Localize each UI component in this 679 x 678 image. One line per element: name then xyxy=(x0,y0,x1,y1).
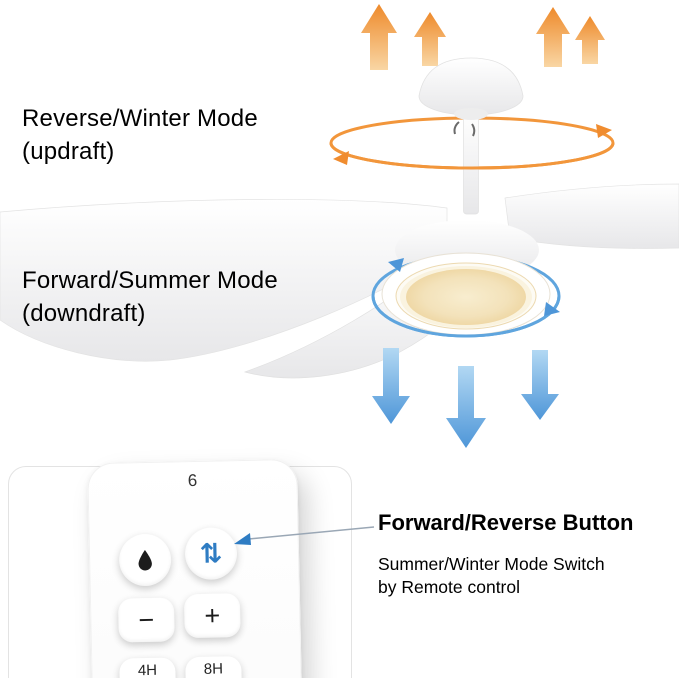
remote-display: 6 xyxy=(187,470,198,491)
downdraft-arrows-icon xyxy=(372,348,559,448)
minus-icon: − xyxy=(138,604,155,635)
forward-mode-title: Forward/Summer Mode xyxy=(22,267,278,294)
speed-minus-button[interactable]: − xyxy=(117,597,175,643)
remote-control: 6 ⇅ − + 4H 8H xyxy=(87,458,303,678)
speed-plus-button[interactable]: + xyxy=(183,593,241,639)
reverse-mode-title: Reverse/Winter Mode xyxy=(22,105,258,132)
reverse-winter-mode-label: Reverse/Winter Mode (updraft) xyxy=(22,102,258,168)
timer-8h-button[interactable]: 8H xyxy=(185,656,243,678)
forward-summer-mode-label: Forward/Summer Mode (downdraft) xyxy=(22,264,278,330)
fan-light xyxy=(381,252,551,336)
timer-4h-label: 4H xyxy=(137,661,158,678)
forward-reverse-button[interactable]: ⇅ xyxy=(184,527,238,581)
forward-mode-subtitle: (downdraft) xyxy=(22,300,146,327)
timer-4h-button[interactable]: 4H xyxy=(119,657,177,678)
callout-title: Forward/Reverse Button xyxy=(378,510,634,535)
callout-description-line2: by Remote control xyxy=(378,577,521,597)
callout-description: Summer/Winter Mode Switch by Remote cont… xyxy=(378,553,605,599)
fan-mount xyxy=(418,57,524,215)
timer-8h-label: 8H xyxy=(203,660,224,678)
updraft-arrows-icon xyxy=(361,4,605,70)
forward-reverse-icon: ⇅ xyxy=(199,537,223,570)
ceiling-fan-illustration xyxy=(0,4,679,448)
callout-description-line1: Summer/Winter Mode Switch xyxy=(378,554,605,574)
reverse-rotation-arrowheads-icon xyxy=(329,124,615,170)
plus-icon: + xyxy=(204,599,221,631)
reverse-mode-subtitle: (updraft) xyxy=(22,138,115,165)
forward-rotation-arrowheads-icon xyxy=(371,258,561,338)
breeze-button[interactable] xyxy=(118,533,172,587)
droplet-icon xyxy=(138,550,152,571)
